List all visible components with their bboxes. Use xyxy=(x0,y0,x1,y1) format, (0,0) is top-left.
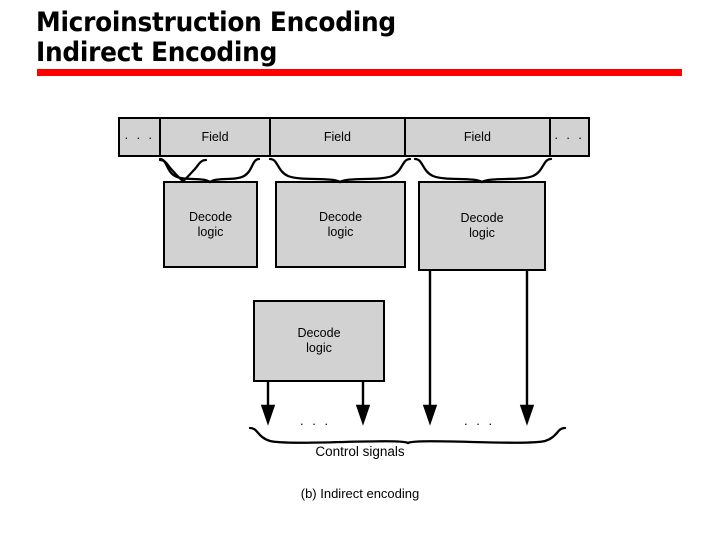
field-1-brace-right xyxy=(208,157,261,184)
decode-logic-box-2-line2: logic xyxy=(327,224,354,239)
control-signals-brace-left xyxy=(248,426,410,445)
decode-logic-box-2: Decode logic xyxy=(275,181,406,268)
decode-logic-box-4-line2: logic xyxy=(306,341,332,355)
decode-logic-box-3-label: Decode logic xyxy=(460,211,503,241)
decode-logic-box-1-line1: Decode xyxy=(188,209,233,224)
title-line-2: Indirect Encoding xyxy=(36,37,278,68)
decode-logic-box-4-label: Decode logic xyxy=(297,326,340,356)
decode-logic-box-3: Decode logic xyxy=(418,181,546,271)
decode-logic-box-2-line1: Decode xyxy=(318,209,363,224)
decode-logic-box-2-label: Decode logic xyxy=(319,210,362,240)
instruction-cell-field-1: Field xyxy=(159,119,269,155)
decode-logic-box-1: Decode logic xyxy=(163,181,258,268)
control-signals-ellipsis-right: . . . xyxy=(464,413,495,428)
control-signals-label: Control signals xyxy=(315,444,405,459)
control-arrow-1-head xyxy=(260,404,276,426)
field-3-brace-right xyxy=(480,157,553,184)
control-signals-ellipsis-left: . . . xyxy=(300,413,331,428)
field-2-brace-left xyxy=(268,157,342,184)
field-1-brace-left xyxy=(158,157,212,184)
figure-caption: (b) Indirect encoding xyxy=(300,486,420,501)
control-signals-brace-right xyxy=(406,426,567,445)
control-arrow-3-head xyxy=(422,404,438,426)
instruction-cell-field-2: Field xyxy=(268,119,404,155)
instruction-cell-right-ellipsis: . . . xyxy=(548,119,588,155)
microinstruction-word-row: . . . Field Field Field . . . xyxy=(118,117,590,157)
field-2-brace-right xyxy=(338,157,412,184)
decode-logic-box-1-line2: logic xyxy=(197,224,224,239)
title-line-1: Microinstruction Encoding xyxy=(36,7,396,38)
control-arrow-4-head xyxy=(519,404,535,426)
decode-logic-box-3-line1: Decode xyxy=(460,211,504,225)
title-underline-rule xyxy=(37,69,682,76)
slide-title: Microinstruction Encoding Indirect Encod… xyxy=(36,8,686,68)
control-arrow-2-head xyxy=(355,404,371,426)
field-3-brace-left xyxy=(413,157,484,184)
decode-logic-box-1-label: Decode logic xyxy=(189,210,232,240)
decode-logic-box-4: Decode logic xyxy=(253,300,385,382)
brace-field-1 xyxy=(158,158,208,183)
decode-logic-box-3-line2: logic xyxy=(469,226,495,240)
instruction-cell-left-ellipsis: . . . xyxy=(124,128,155,142)
instruction-cell-field-3: Field xyxy=(403,119,549,155)
decode-logic-box-4-line1: Decode xyxy=(297,326,341,340)
